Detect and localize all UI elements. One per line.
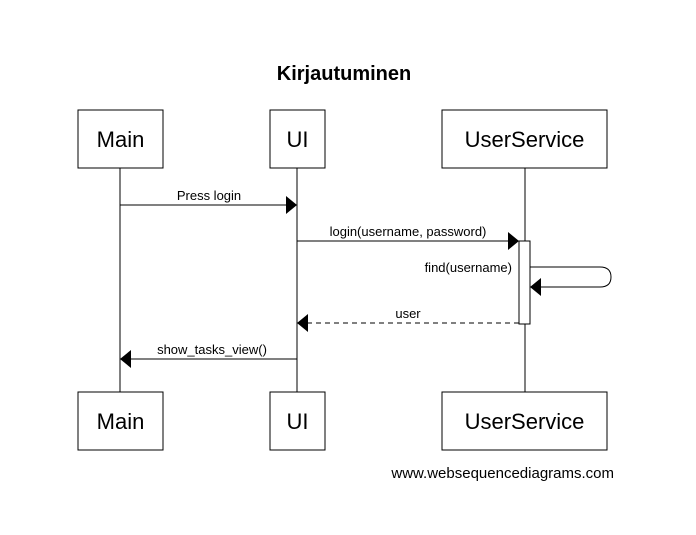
participant-label: UserService (465, 127, 585, 152)
message-press-login: Press login (120, 188, 297, 214)
message-label: find(username) (425, 260, 512, 275)
participant-label: Main (97, 409, 145, 434)
arrowhead (286, 196, 297, 214)
arrowhead (120, 350, 131, 368)
participant-ui-top: UI (269, 109, 326, 169)
participant-userservice-bottom: UserService (441, 391, 608, 451)
arrowhead (508, 232, 519, 250)
participant-main-top: Main (77, 109, 164, 169)
participant-label: UI (287, 127, 309, 152)
message-find-username: find(username) (425, 260, 612, 296)
participant-userservice-top: UserService (441, 109, 608, 169)
participant-label: UserService (465, 409, 585, 434)
diagram-title: Kirjautuminen (277, 63, 411, 85)
message-label: show_tasks_view() (157, 342, 267, 357)
arrowhead (297, 314, 308, 332)
message-user-return: user (297, 306, 519, 332)
message-show-tasks-view: show_tasks_view() (120, 342, 297, 368)
watermark: www.websequencediagrams.com (390, 465, 614, 482)
participant-label: UI (287, 409, 309, 434)
message-login: login(username, password) (297, 224, 519, 250)
message-label: user (395, 306, 421, 321)
participant-label: Main (97, 127, 145, 152)
arrowhead (530, 278, 541, 296)
participant-main-bottom: Main (77, 391, 164, 451)
message-label: login(username, password) (330, 224, 487, 239)
participant-ui-bottom: UI (269, 391, 326, 451)
message-label: Press login (177, 188, 241, 203)
activation-bar-userservice (518, 240, 531, 325)
